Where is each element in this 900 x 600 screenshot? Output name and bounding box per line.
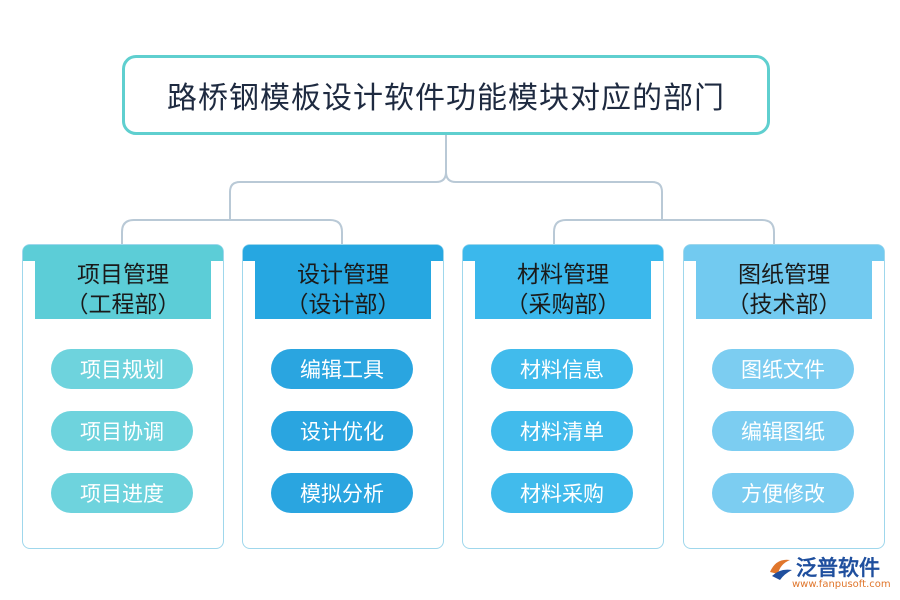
- column-department: （采购部）: [505, 292, 621, 318]
- column-header-band: [684, 245, 884, 261]
- column-header: 设计管理 （设计部）: [255, 261, 431, 319]
- column-header: 材料管理 （采购部）: [475, 261, 651, 319]
- module-item: 设计优化: [271, 411, 413, 451]
- module-label: 材料信息: [520, 358, 604, 382]
- title-box: 路桥钢模板设计软件功能模块对应的部门: [122, 55, 770, 135]
- module-item: 材料采购: [491, 473, 633, 513]
- column-department: （工程部）: [65, 292, 181, 318]
- connector-right-branch: [553, 219, 775, 244]
- module-item: 材料信息: [491, 349, 633, 389]
- diagram-title: 路桥钢模板设计软件功能模块对应的部门: [167, 81, 725, 116]
- module-label: 模拟分析: [300, 482, 384, 506]
- module-label: 设计优化: [300, 420, 384, 444]
- module-item: 模拟分析: [271, 473, 413, 513]
- column-title: 图纸管理: [738, 262, 830, 288]
- column-header-band: [243, 245, 443, 261]
- module-label: 材料采购: [520, 482, 604, 506]
- column-drawing-management: 图纸管理 （技术部） 图纸文件 编辑图纸 方便修改: [683, 244, 885, 549]
- module-item: 项目协调: [51, 411, 193, 451]
- column-design-management: 设计管理 （设计部） 编辑工具 设计优化 模拟分析: [242, 244, 444, 549]
- module-item: 图纸文件: [712, 349, 854, 389]
- module-label: 方便修改: [741, 482, 825, 506]
- column-title: 材料管理: [517, 262, 609, 288]
- fanpu-logo-icon: [770, 559, 792, 580]
- module-item: 项目规划: [51, 349, 193, 389]
- module-label: 项目进度: [80, 482, 164, 506]
- module-item: 方便修改: [712, 473, 854, 513]
- column-header: 图纸管理 （技术部）: [696, 261, 872, 319]
- module-label: 编辑工具: [300, 358, 384, 382]
- column-project-management: 项目管理 （工程部） 项目规划 项目协调 项目进度: [22, 244, 224, 549]
- brand-url: www.fanpusoft.com: [792, 579, 891, 590]
- column-department: （技术部）: [726, 292, 842, 318]
- column-header: 项目管理 （工程部）: [35, 261, 211, 319]
- column-material-management: 材料管理 （采购部） 材料信息 材料清单 材料采购: [462, 244, 664, 549]
- module-label: 材料清单: [520, 420, 604, 444]
- column-title: 设计管理: [297, 262, 389, 288]
- brand-logo: 泛普软件 www.fanpusoft.com: [766, 552, 896, 596]
- module-item: 项目进度: [51, 473, 193, 513]
- module-label: 图纸文件: [741, 358, 825, 382]
- module-item: 材料清单: [491, 411, 633, 451]
- module-item: 编辑图纸: [712, 411, 854, 451]
- connector-trunk: [229, 135, 663, 220]
- module-label: 项目规划: [80, 358, 164, 382]
- column-department: （设计部）: [285, 292, 401, 318]
- module-item: 编辑工具: [271, 349, 413, 389]
- column-header-band: [23, 245, 223, 261]
- module-label: 编辑图纸: [741, 420, 825, 444]
- connector-left-branch: [121, 219, 343, 244]
- module-label: 项目协调: [80, 420, 164, 444]
- column-header-band: [463, 245, 663, 261]
- brand-name: 泛普软件: [796, 556, 880, 580]
- column-title: 项目管理: [77, 262, 169, 288]
